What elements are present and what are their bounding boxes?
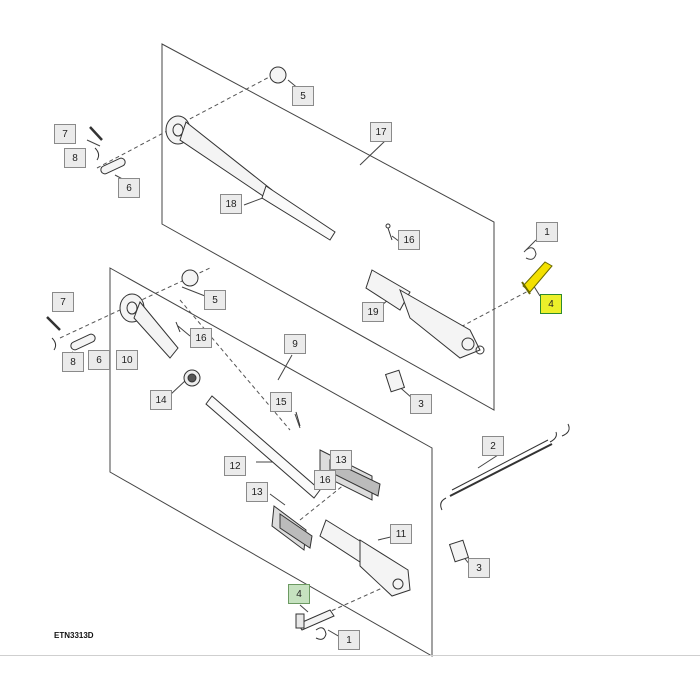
callout-1-upper[interactable]: 1 (536, 222, 558, 242)
callout-8-upper[interactable]: 8 (64, 148, 86, 168)
callout-16-lower[interactable]: 16 (190, 328, 212, 348)
ball-joint-lower-shape (181, 269, 199, 287)
callout-14[interactable]: 14 (150, 390, 172, 410)
callout-7-lower[interactable]: 7 (52, 292, 74, 312)
callout-4-lower-highlighted[interactable]: 4 (288, 584, 310, 604)
callout-8-lower[interactable]: 8 (62, 352, 84, 372)
bottom-divider (0, 655, 700, 656)
callout-2[interactable]: 2 (482, 436, 504, 456)
callout-3-upper[interactable]: 3 (410, 394, 432, 414)
callout-11[interactable]: 11 (390, 524, 412, 544)
callout-13-lower[interactable]: 13 (246, 482, 268, 502)
callout-18[interactable]: 18 (220, 194, 242, 214)
ball-joint-upper-shape (269, 66, 287, 84)
callout-4-upper-highlighted[interactable]: 4 (540, 294, 562, 314)
lower-assembly-panel (109, 267, 433, 657)
callout-16-middle[interactable]: 16 (314, 470, 336, 490)
callout-15[interactable]: 15 (270, 392, 292, 412)
callout-6-lower[interactable]: 6 (88, 350, 110, 370)
callout-12[interactable]: 12 (224, 456, 246, 476)
drawing-id-label: ETN3313D (54, 631, 94, 640)
callout-16-upper[interactable]: 16 (398, 230, 420, 250)
callout-6-upper[interactable]: 6 (118, 178, 140, 198)
callout-13-upper[interactable]: 13 (330, 450, 352, 470)
callout-3-lower[interactable]: 3 (468, 558, 490, 578)
callout-1-lower[interactable]: 1 (338, 630, 360, 650)
callout-17[interactable]: 17 (370, 122, 392, 142)
callout-9[interactable]: 9 (284, 334, 306, 354)
callout-5-upper[interactable]: 5 (292, 86, 314, 106)
callout-7-upper[interactable]: 7 (54, 124, 76, 144)
upper-assembly-panel (161, 43, 495, 411)
callout-19[interactable]: 19 (362, 302, 384, 322)
callout-10[interactable]: 10 (116, 350, 138, 370)
callout-5-lower[interactable]: 5 (204, 290, 226, 310)
